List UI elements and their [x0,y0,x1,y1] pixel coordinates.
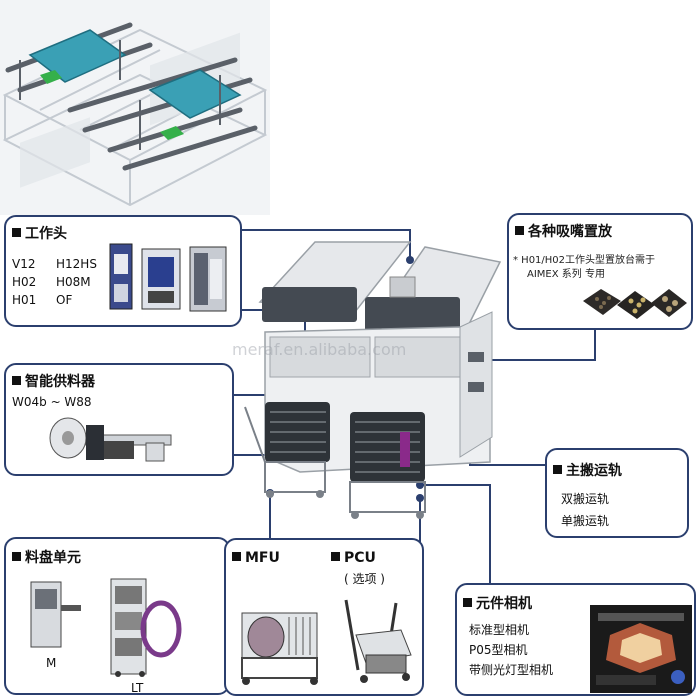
camera-side-light: 带侧光灯型相机 [469,663,554,677]
panel-mfu-pcu: MFU PCU ( 选项 ) [224,538,424,696]
square-bullet-icon [553,465,562,474]
head-model-h01: H01 [12,293,37,307]
panel-pcu-title: PCU [331,550,376,566]
square-bullet-icon [12,376,21,385]
panel-camera-title: 元件相机 [463,593,532,613]
conveyor-single: 单搬运轨 [561,514,610,528]
placement-machine [244,241,502,519]
work-head-title-text: 工作头 [25,226,67,242]
square-bullet-icon [12,228,21,237]
feeder-title-text: 智能供料器 [25,374,95,390]
camera-image [590,605,692,693]
feeder-range: W04b ~ W88 [12,395,92,409]
head-model-v12: V12 [12,257,36,271]
feeder-image [49,417,172,462]
camera-title-text: 元件相机 [476,596,532,612]
tray-label-lt: LT [131,681,144,695]
panel-work-head: 工作头 V12 H12HS H02 H08M H01 OF [4,215,242,327]
tray-label-m: M [46,656,57,670]
conveyor-title-text: 主搬运轨 [566,463,622,479]
panel-smart-feeder: 智能供料器 W04b ~ W88 [4,363,234,476]
nozzle-stocker-images [583,289,687,319]
panel-mfu-title: MFU [232,550,280,566]
camera-p05: P05型相机 [469,643,528,657]
mfu-image [241,612,318,685]
work-head-images [109,243,227,312]
panel-nozzle-station: 各种吸嘴置放 * H01/H02工作头型置放台需于 AIMEX 系列 专用 [507,213,693,330]
conveyor-3d-illustration [0,0,270,215]
panel-main-conveyor: 主搬运轨 双搬运轨 单搬运轨 [545,448,689,538]
panel-parts-camera: 元件相机 标准型相机 P05型相机 带侧光灯型相机 [455,583,696,696]
tray-unit-m-image [30,581,81,648]
square-bullet-icon [463,598,472,607]
panel-feeder-title: 智能供料器 [12,371,95,391]
pcu-optional-note: ( 选项 ) [344,572,385,586]
conveyor-dual: 双搬运轨 [561,492,610,506]
nozzle-note-line2: AIMEX 系列 专用 [527,269,605,280]
head-model-h08m: H08M [56,275,91,289]
tray-unit-lt-image [110,578,182,677]
watermark: meraf.en.alibaba.com [232,340,407,359]
mfu-title-text: MFU [245,550,280,566]
nozzle-title-text: 各种吸嘴置放 [528,224,612,240]
panel-conveyor-title: 主搬运轨 [553,460,622,480]
tray-title-text: 料盘单元 [25,550,81,566]
head-model-h02: H02 [12,275,37,289]
camera-standard: 标准型相机 [469,623,530,637]
panel-nozzle-title: 各种吸嘴置放 [515,221,612,241]
panel-tray-unit: 料盘单元 M LT [4,537,230,695]
square-bullet-icon [12,552,21,561]
pcu-title-text: PCU [344,550,376,566]
square-bullet-icon [331,552,340,561]
head-model-of: OF [56,293,73,307]
panel-work-head-title: 工作头 [12,223,67,243]
panel-tray-title: 料盘单元 [12,547,81,567]
pcu-image [344,599,412,683]
head-model-h12hs: H12HS [56,257,97,271]
square-bullet-icon [232,552,241,561]
square-bullet-icon [515,226,524,235]
nozzle-note-line1: * H01/H02工作头型置放台需于 [513,255,656,266]
